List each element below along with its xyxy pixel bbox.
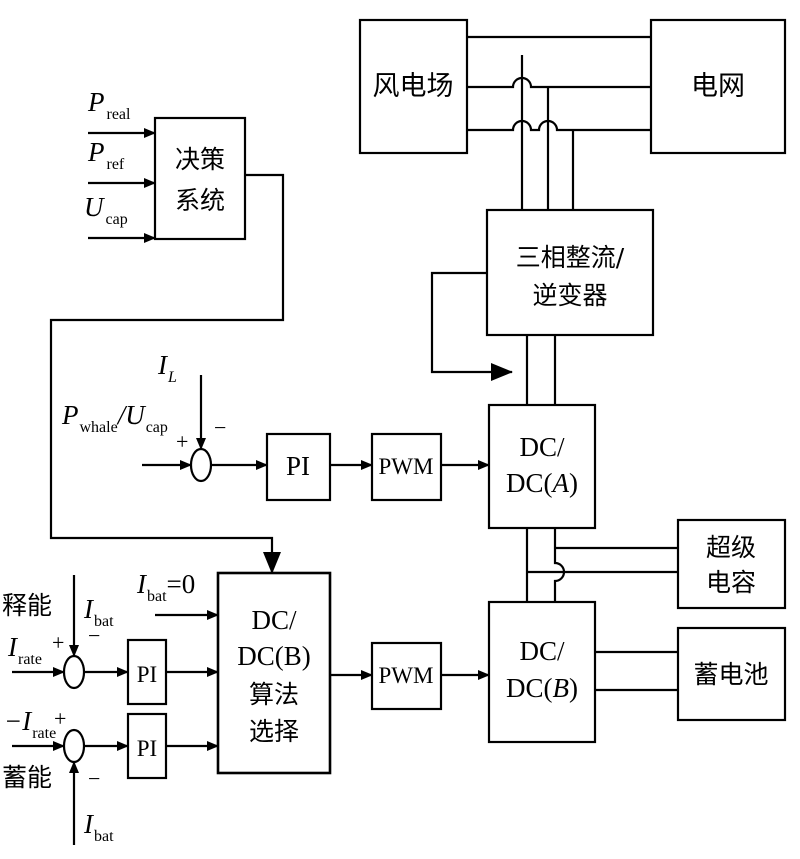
rectifier-feedback-arrow <box>430 271 513 381</box>
i-bat-zero-label: Ibat=0 <box>136 569 195 605</box>
grid-label: 电网 <box>691 71 745 102</box>
store-label: 蓄能 <box>2 763 52 792</box>
i-l-label: IL <box>157 350 177 386</box>
battery-block: 蓄电池 <box>676 626 787 722</box>
neg-i-rate-label: −Irate <box>4 706 56 742</box>
upper-plus-sign: + <box>176 429 188 454</box>
three-phase-bus <box>467 35 651 210</box>
supercapacitor-block: 超级 电容 <box>676 518 787 610</box>
store-minus-sign: − <box>88 766 100 791</box>
decision-output-wire <box>49 173 285 574</box>
rectifier-label-line2: 逆变器 <box>532 281 607 310</box>
upper-summing-junction <box>189 447 213 483</box>
dcdc-b-label-line2: DC(B) <box>506 673 578 703</box>
wind-farm-label: 风电场 <box>373 71 454 102</box>
decision-label-line2: 系统 <box>175 186 225 215</box>
release-summing-junction <box>62 654 86 690</box>
pi-block-store: PI <box>126 712 168 780</box>
pi-block-release: PI <box>126 638 168 706</box>
pwm-lower-label: PWM <box>379 663 434 688</box>
dcdc-a-label-line1: DC/ <box>519 432 565 462</box>
decision-label-line1: 决策 <box>175 145 225 174</box>
dcdc-b-block: DC/ DC(B) <box>487 600 597 744</box>
i-bat-top-label: Ibat <box>83 594 114 630</box>
rectifier-label-line1: 三相整流/ <box>516 243 625 272</box>
dc-bus-a-to-b <box>525 528 678 602</box>
store-plus-sign: + <box>54 706 66 731</box>
store-summing-junction <box>62 728 86 764</box>
supercap-label-line1: 超级 <box>706 533 756 562</box>
release-label: 释能 <box>2 591 52 620</box>
algorithm-selection-block: DC/ DC(B) 算法 选择 <box>216 571 332 775</box>
release-minus-sign: − <box>88 623 100 648</box>
grid-block: 电网 <box>649 18 787 155</box>
i-rate-label: Irate <box>7 632 42 668</box>
pwm-block-upper: PWM <box>370 432 443 502</box>
release-plus-sign: + <box>52 630 64 655</box>
i-bat-bottom-label: Ibat <box>83 809 114 845</box>
pi-store-label: PI <box>137 736 157 761</box>
dcdc-b-label-line1: DC/ <box>519 636 565 666</box>
supercap-label-line2: 电容 <box>706 568 756 597</box>
pi-block-upper: PI <box>265 432 332 502</box>
rectifier-inverter-block: 三相整流/ 逆变器 <box>485 208 655 337</box>
pi-release-label: PI <box>137 662 157 687</box>
dcdc-a-block: DC/ DC(A) <box>487 403 597 530</box>
algo-label-line2: DC(B) <box>237 641 311 671</box>
battery-label: 蓄电池 <box>693 660 768 689</box>
battery-connection <box>595 650 678 692</box>
pi-upper-label: PI <box>286 451 310 481</box>
upper-minus-sign: − <box>214 415 226 440</box>
algo-label-line4: 选择 <box>249 717 299 746</box>
pwm-upper-label: PWM <box>379 454 434 479</box>
decision-system-block: 决策 系统 <box>153 116 247 241</box>
dcdc-a-label-line2: DC(A) <box>506 468 578 498</box>
dc-bus-rect-to-a <box>525 335 557 405</box>
p-whale-u-cap-label: Pwhale/Ucap <box>61 400 168 436</box>
algo-label-line1: DC/ <box>251 605 297 635</box>
algo-label-line3: 算法 <box>249 680 299 709</box>
wind-farm-block: 风电场 <box>358 18 469 155</box>
pwm-block-lower: PWM <box>370 641 443 711</box>
